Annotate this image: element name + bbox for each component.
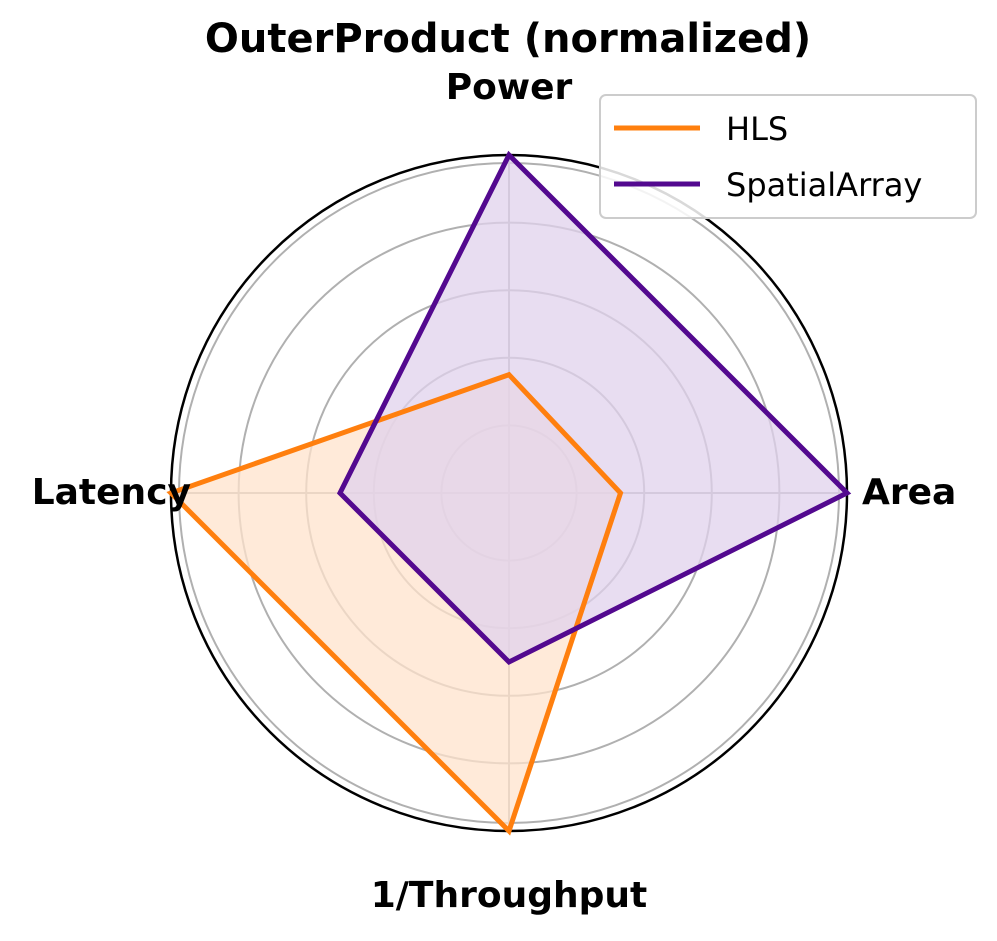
axis-label-4: Latency (32, 472, 191, 513)
series-fill-spatialarray (340, 155, 847, 662)
series-line-spatialarray (336, 150, 852, 666)
axis-label-2: Area (862, 472, 956, 513)
axis-label-3: 1/Throughput (371, 875, 648, 916)
series-layer (166, 150, 852, 836)
axis-label-1: Power (446, 67, 573, 108)
legend-label-hls: HLS (726, 110, 788, 148)
legend-label-spatialarray: SpatialArray (726, 166, 922, 204)
legend: HLS SpatialArray (599, 94, 977, 219)
series-line-hls (166, 371, 624, 836)
chart-title: OuterProduct (normalized) (205, 16, 811, 62)
